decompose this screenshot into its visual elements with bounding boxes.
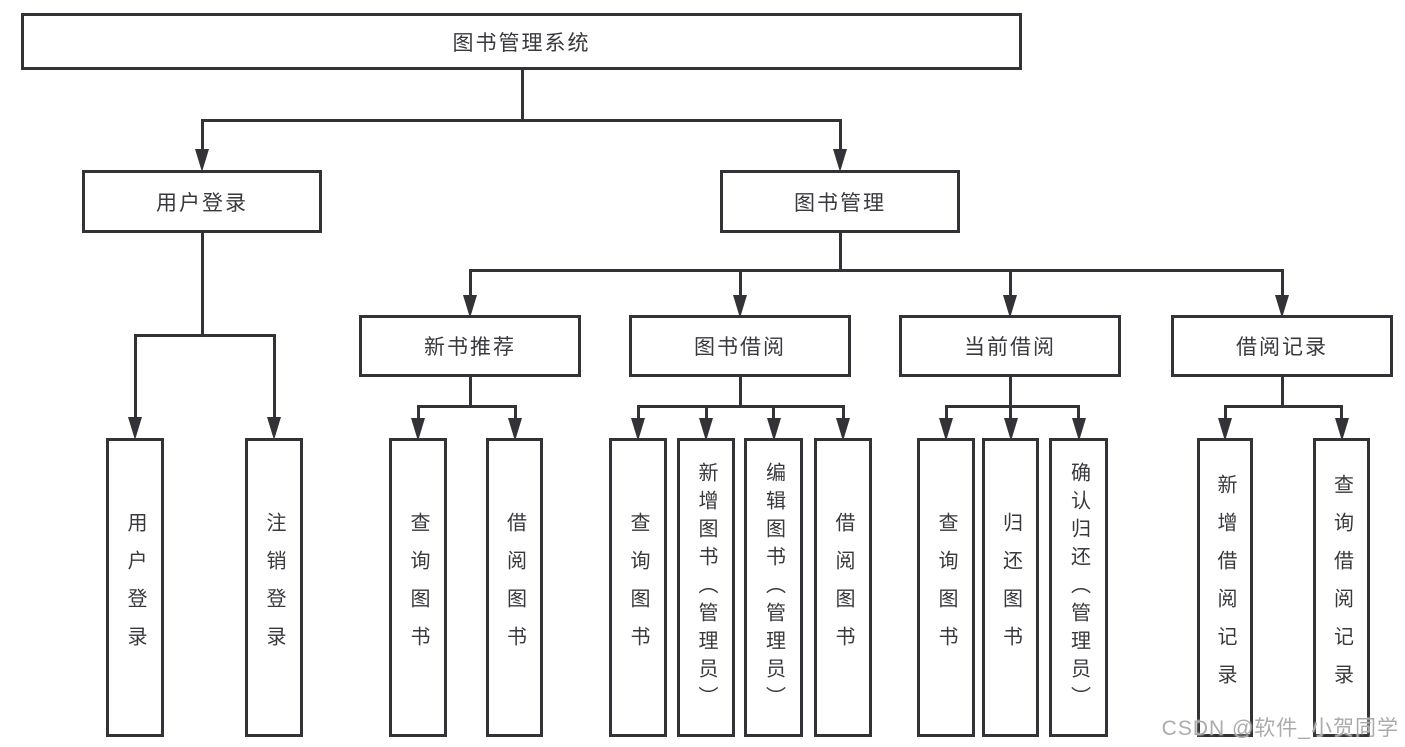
node-label: 注销登录 xyxy=(263,511,285,664)
node-label: 图书借阅 xyxy=(694,336,786,359)
connector-arrow-down xyxy=(128,334,143,440)
node-label: 图书管理系统 xyxy=(452,31,591,55)
node-add-borrow-record: 新增借阅记录 xyxy=(1197,438,1253,737)
node-confirm-return-admin: 确认归还（管理员） xyxy=(1049,438,1108,737)
node-edit-book-admin: 编辑图书（管理员） xyxy=(744,438,803,737)
node-label: 确认归还（管理员） xyxy=(1067,461,1090,714)
node-label: 当前借阅 xyxy=(964,336,1056,359)
connector-arrow-down xyxy=(195,119,210,172)
connector-arrow-down xyxy=(1218,405,1233,441)
node-label: 编辑图书（管理员） xyxy=(762,461,785,714)
node-label: 新增图书（管理员） xyxy=(695,461,717,714)
connector-arrow-down xyxy=(1071,405,1086,441)
connector-line xyxy=(1280,376,1284,407)
node-query-books-recommend: 查询图书 xyxy=(389,438,447,737)
connector-rail xyxy=(202,119,840,122)
connector-line xyxy=(738,376,742,407)
connector-arrow-down xyxy=(939,405,954,441)
connector-arrow-down xyxy=(699,405,714,441)
connector-arrow-down xyxy=(836,405,851,441)
node-label: 借阅记录 xyxy=(1236,336,1328,359)
connector-arrow-down xyxy=(508,405,523,441)
connector-rail xyxy=(135,334,274,337)
node-add-book-admin: 新增图书（管理员） xyxy=(677,438,735,737)
connector-rail xyxy=(470,269,1282,272)
connector-line xyxy=(1008,376,1012,407)
node-library-system: 图书管理系统 xyxy=(21,13,1022,70)
node-book-management: 图书管理 xyxy=(720,170,960,233)
node-label: 借阅图书 xyxy=(832,511,854,664)
node-label: 新书推荐 xyxy=(424,336,516,359)
node-borrowing-records: 借阅记录 xyxy=(1171,315,1393,377)
connector-arrow-down xyxy=(1334,405,1349,441)
node-return-book: 归还图书 xyxy=(982,438,1039,737)
node-query-books-borrow: 查询图书 xyxy=(609,438,667,737)
connector-arrow-down xyxy=(1003,269,1018,318)
connector-arrow-down xyxy=(766,405,781,441)
node-label: 新增借阅记录 xyxy=(1214,473,1236,702)
node-borrow-books-recommend: 借阅图书 xyxy=(486,438,543,737)
connector-line xyxy=(468,376,472,407)
node-label: 归还图书 xyxy=(999,511,1022,664)
node-logout: 注销登录 xyxy=(245,438,303,737)
connector-line xyxy=(520,68,524,121)
node-label: 借阅图书 xyxy=(503,511,526,664)
connector-rail xyxy=(1225,405,1342,408)
node-label: 图书管理 xyxy=(794,191,886,215)
connector-arrow-down xyxy=(1275,269,1290,318)
connector-arrow-down xyxy=(411,405,426,441)
connector-arrow-down xyxy=(733,269,748,318)
node-user-login-group: 用户登录 xyxy=(82,170,322,233)
connector-rail xyxy=(418,405,515,408)
connector-arrow-down xyxy=(631,405,646,441)
connector-arrow-down xyxy=(1003,405,1018,441)
node-label: 查询图书 xyxy=(627,511,649,664)
node-label: 查询借阅记录 xyxy=(1330,473,1353,702)
node-query-books-current: 查询图书 xyxy=(917,438,975,737)
node-query-borrow-record: 查询借阅记录 xyxy=(1313,438,1370,737)
node-label: 用户登录 xyxy=(156,191,248,215)
node-label: 查询图书 xyxy=(407,511,429,664)
node-user-login: 用户登录 xyxy=(106,438,164,737)
connector-rail xyxy=(946,405,1079,408)
node-current-borrowing: 当前借阅 xyxy=(899,315,1121,377)
node-borrow-book: 借阅图书 xyxy=(814,438,872,737)
connector-arrow-down xyxy=(833,119,848,172)
connector-line xyxy=(200,232,204,336)
node-new-book-recommendation: 新书推荐 xyxy=(359,315,581,377)
node-label: 用户登录 xyxy=(124,511,146,664)
connector-arrow-down xyxy=(267,334,282,440)
node-book-borrowing: 图书借阅 xyxy=(629,315,851,377)
connector-line xyxy=(838,232,842,272)
csdn-watermark: CSDN @软件_小贺同学 xyxy=(1161,717,1399,740)
node-label: 查询图书 xyxy=(935,511,957,664)
connector-arrow-down xyxy=(463,269,478,318)
connector-rail xyxy=(638,405,843,408)
